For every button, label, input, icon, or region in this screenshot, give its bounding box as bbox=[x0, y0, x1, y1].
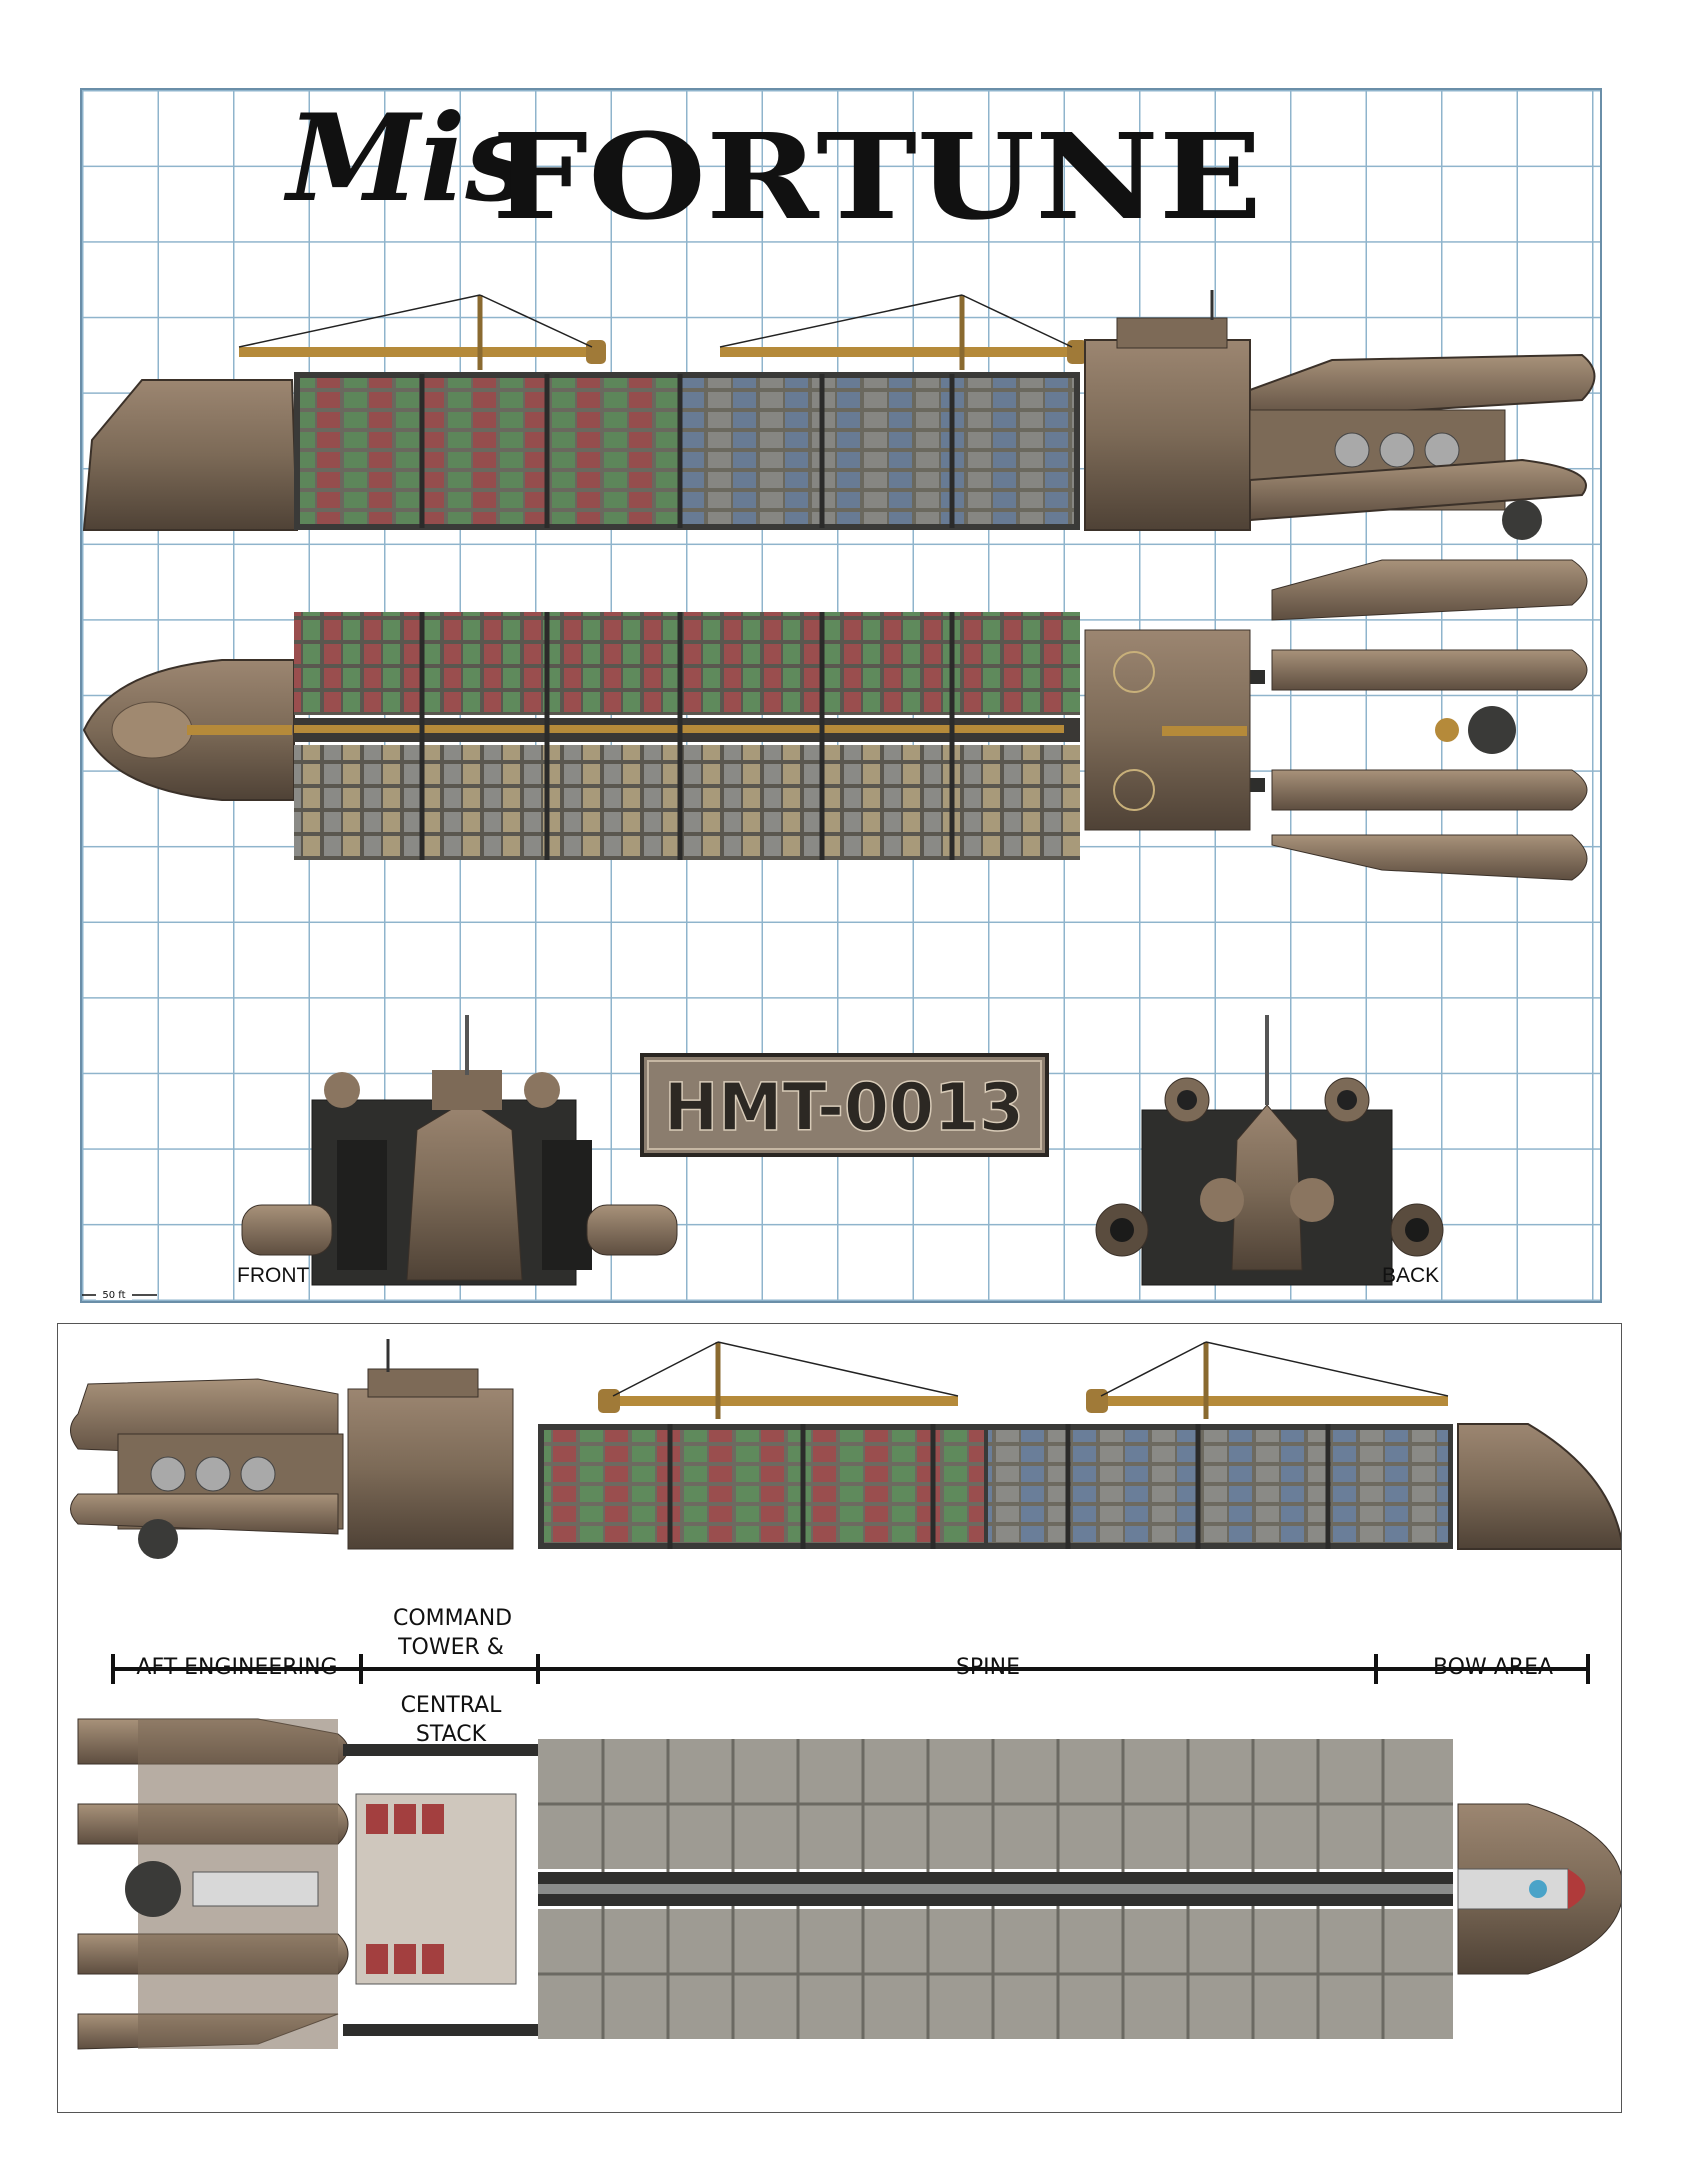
top-view-bow-left bbox=[82, 559, 1588, 881]
registration-text: HMT-0013 bbox=[664, 1069, 1024, 1146]
back-view bbox=[1095, 1015, 1444, 1286]
section-plan-panel: AFT ENGINEERING COMMAND TOWER & CENTRAL … bbox=[57, 1323, 1622, 2113]
title-block-text: FORTUNE bbox=[492, 107, 1262, 246]
section-label-command-line1: COMMAND bbox=[393, 1606, 513, 1631]
title-script-text: Mis bbox=[283, 90, 533, 229]
ship-title: Mis FORTUNE bbox=[283, 90, 1262, 246]
registration-plate: HMT-0013 bbox=[640, 1053, 1049, 1157]
section-label-aft: AFT ENGINEERING bbox=[136, 1655, 338, 1680]
scale-bar: 50 ft bbox=[82, 1289, 157, 1301]
section-plan-drawing bbox=[70, 1339, 1621, 2050]
crane-1 bbox=[238, 294, 606, 370]
section-label-bow: BOW AREA bbox=[1432, 1655, 1554, 1680]
front-view-label: FRONT bbox=[237, 1264, 310, 1287]
section-label-spine: SPINE bbox=[955, 1655, 1021, 1680]
blueprint-grid-panel: Mis FORTUNE bbox=[80, 88, 1602, 1303]
section-label-command-line2: TOWER & bbox=[398, 1635, 504, 1660]
scale-bar-label: 50 ft bbox=[102, 1290, 125, 1301]
section-label-command-line3: CENTRAL bbox=[400, 1693, 502, 1718]
section-label-command-line4: STACK bbox=[415, 1722, 487, 1747]
deck-plan-bow-right bbox=[77, 1718, 1621, 2050]
blueprint-drawing: Mis FORTUNE bbox=[82, 90, 1596, 1301]
front-view bbox=[241, 1015, 678, 1286]
back-view-label: BACK bbox=[1382, 1264, 1440, 1287]
section-dimension-line bbox=[111, 1654, 1590, 1684]
side-view-bow-left bbox=[82, 290, 1596, 540]
crane-2 bbox=[719, 294, 1087, 370]
side-view-bow-right bbox=[70, 1339, 1621, 1559]
